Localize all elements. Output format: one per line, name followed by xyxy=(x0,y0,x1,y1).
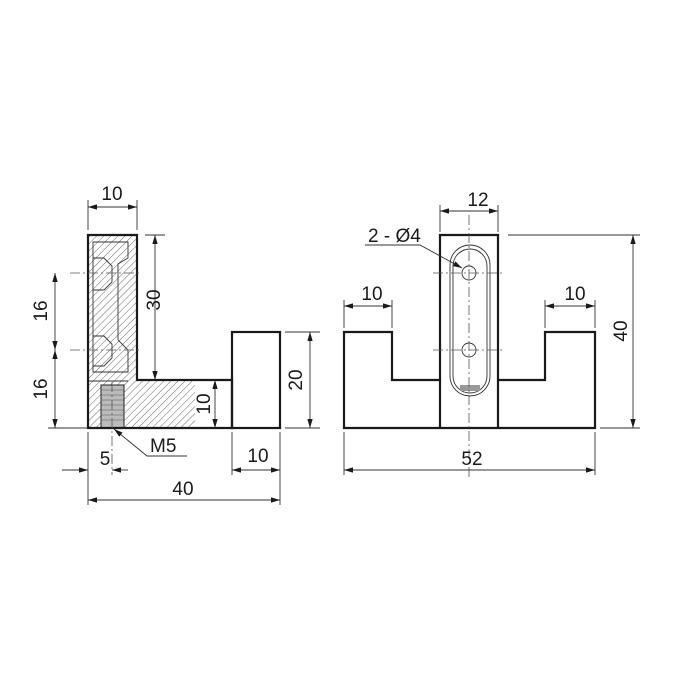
thread-lines xyxy=(101,389,124,421)
end-block xyxy=(230,330,282,430)
countersink-upper xyxy=(93,257,113,291)
countersink-lower xyxy=(93,335,113,367)
thread-leader xyxy=(113,428,187,457)
dim-right-step: 10 xyxy=(564,284,585,305)
dim-upright-height: 30 xyxy=(144,289,165,310)
thread-bore xyxy=(100,384,125,429)
dim-hole-spacing: 16 xyxy=(31,300,52,321)
slot-thread xyxy=(460,385,480,391)
dim-height: 40 xyxy=(611,320,632,341)
thread-label: M5 xyxy=(150,436,176,457)
hole-leader xyxy=(365,244,463,269)
dim-lower-hole: 16 xyxy=(31,378,52,399)
hole-label: 2 - Ø4 xyxy=(368,226,421,247)
dim-total-width: 52 xyxy=(461,449,482,470)
inner-plate-outline xyxy=(92,241,129,373)
dim-left-step: 10 xyxy=(361,284,382,305)
dim-block-width: 10 xyxy=(247,446,268,467)
dim-thread-offset: 5 xyxy=(100,449,111,470)
dim-block-height: 20 xyxy=(286,369,307,390)
front-outline xyxy=(342,233,597,430)
dim-total-length: 40 xyxy=(172,479,193,500)
dim-center-width: 12 xyxy=(467,190,488,211)
slot-outline xyxy=(449,244,491,397)
side-view: 10 30 16 16 20 10 5 10 40 M5 xyxy=(31,184,320,505)
bracket-section-hatch xyxy=(88,235,195,428)
front-view: 12 2 - Ø4 10 10 40 52 xyxy=(342,190,640,480)
dim-top-width: 10 xyxy=(101,184,122,205)
dim-base-thickness: 10 xyxy=(194,393,215,414)
